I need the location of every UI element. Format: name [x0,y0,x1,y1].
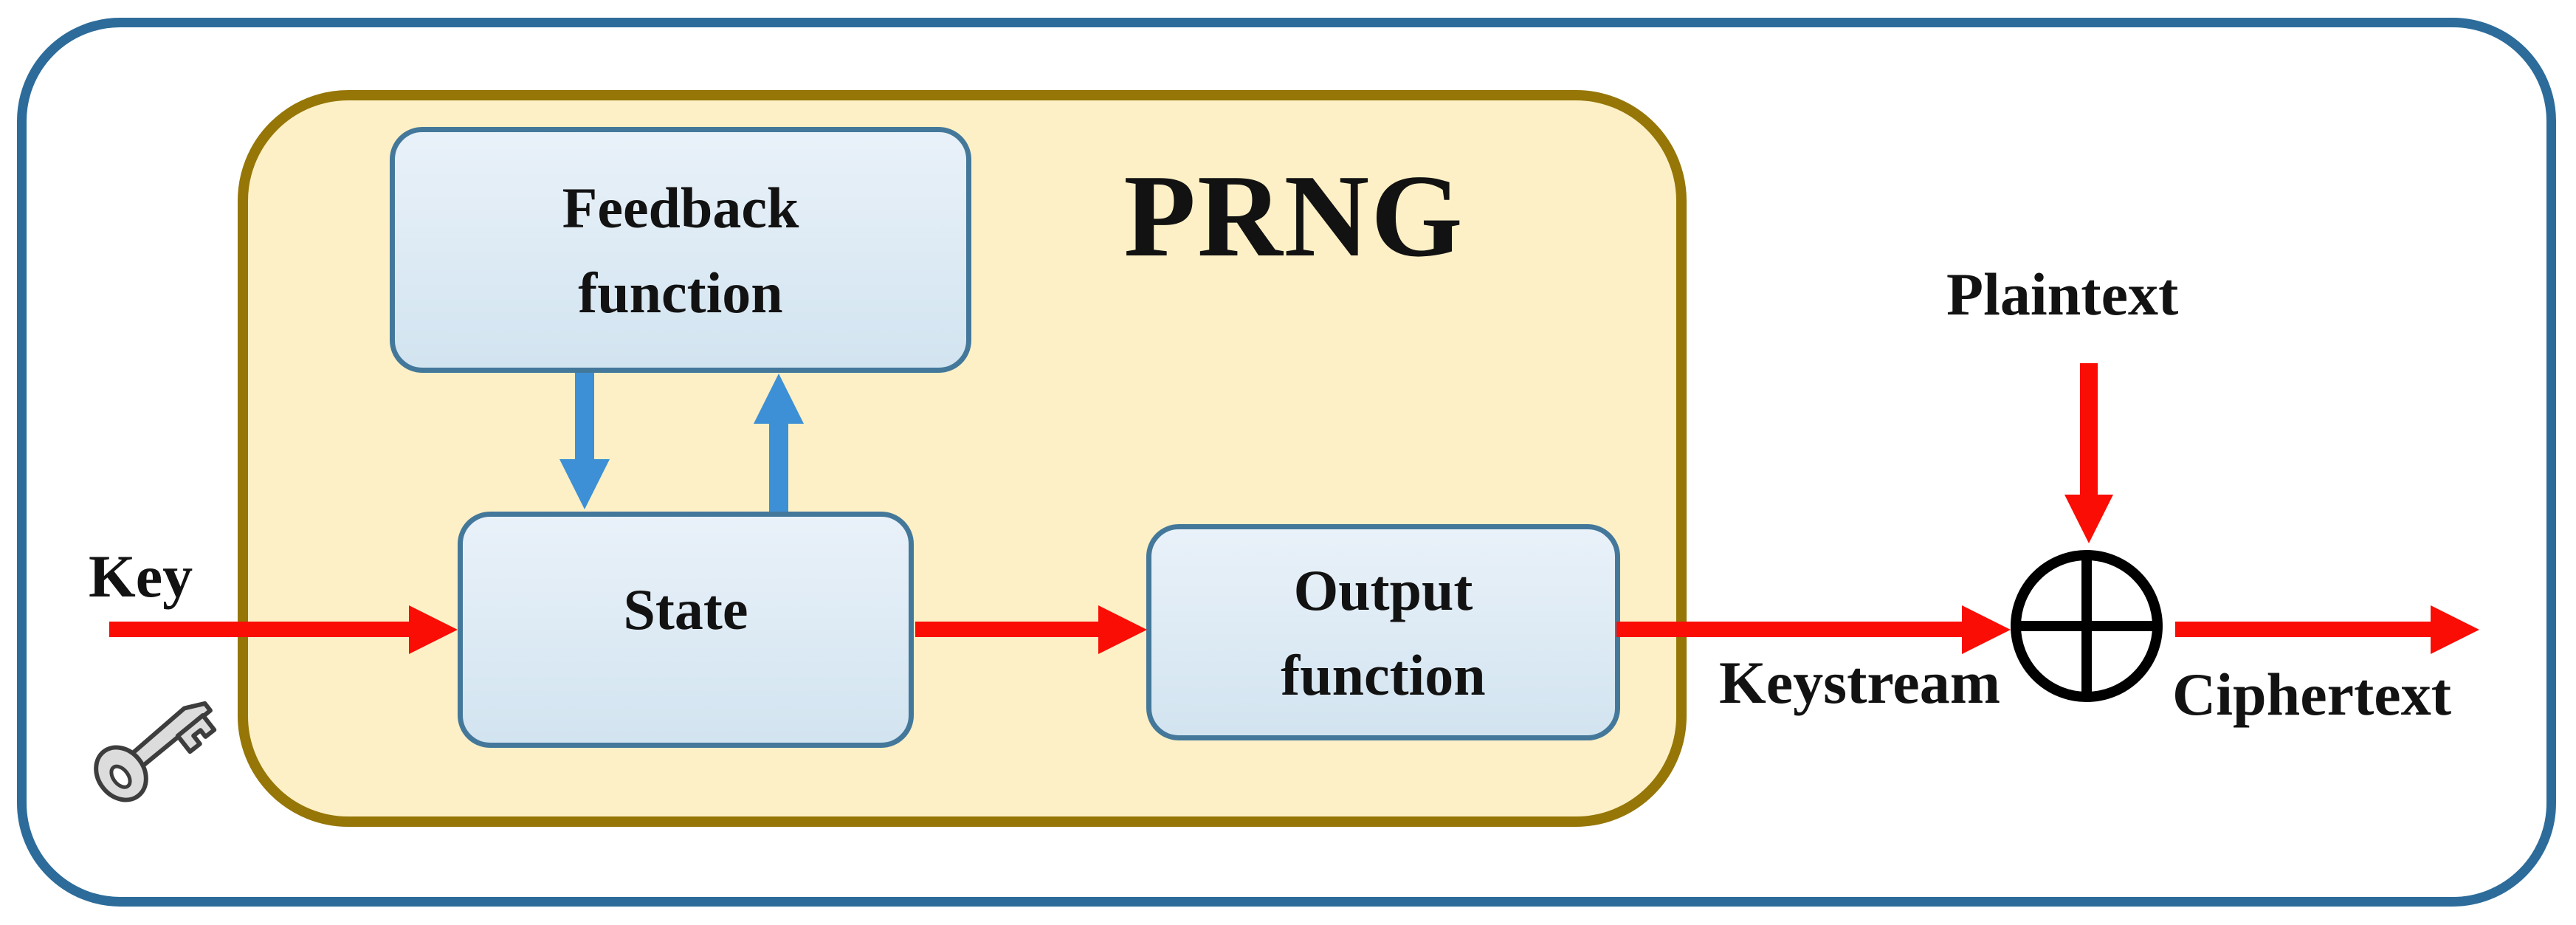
key-label: Key [89,543,193,610]
arrow-head-up-icon [754,374,804,424]
key-icon [94,701,217,802]
feedback-function-label-line2: function [578,260,783,325]
output-function-label-line2: function [1281,642,1486,707]
xor-circle-plus-icon [2011,550,2163,702]
feedback-function-label-line1: Feedback [562,175,799,240]
arrow-head-down-icon [2064,495,2113,543]
arrow-head-right-icon [2431,605,2479,654]
state-box: State [458,512,914,748]
arrow-head-right-icon [1962,605,2011,654]
state-label: State [623,577,748,642]
plaintext-label: Plaintext [1946,261,2179,328]
output-function-box: Output function [1146,524,1620,740]
prng-title: PRNG [1123,150,1464,281]
keystream-label: Keystream [1719,649,2001,716]
feedback-function-box: Feedback function [390,127,971,373]
arrow-head-down-icon [559,459,610,509]
ciphertext-label: Ciphertext [2172,661,2452,728]
output-function-label-line1: Output [1293,557,1473,622]
arrow-head-right-icon [409,605,458,654]
arrow-head-right-icon [1098,605,1147,654]
